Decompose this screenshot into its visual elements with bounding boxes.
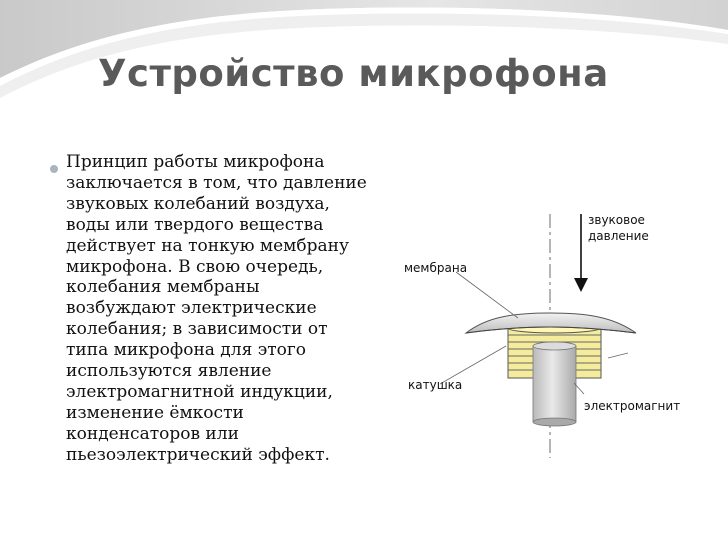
body-line: колебания мембраны <box>66 277 260 298</box>
microphone-diagram-svg: звуковое давление мембрана катушка элект… <box>404 213 680 458</box>
magnet-pointer-line-2 <box>573 382 585 395</box>
body-line: Принцип работы микрофона <box>66 152 325 172</box>
membrane-pointer-line <box>455 271 519 319</box>
body-line: конденсаторов или <box>66 423 239 444</box>
body-line: заключается в том, что давление <box>66 172 367 193</box>
body-line: изменение ёмкости <box>66 402 244 423</box>
label-electromagnet: электромагнит <box>584 399 680 413</box>
body-line: колебания; в зависимости от <box>66 319 328 340</box>
microphone-diagram: звуковое давление мембрана катушка элект… <box>398 196 718 471</box>
body-line: электромагнитной индукции, <box>66 381 333 402</box>
label-coil: катушка <box>408 378 462 392</box>
label-membrane: мембрана <box>404 261 467 275</box>
body-line: действует на тонкую мембрану <box>66 235 349 256</box>
magnet-pointer-line <box>607 352 629 359</box>
body-line: типа микрофона для этого <box>66 340 307 361</box>
sound-pressure-arrow <box>574 214 588 292</box>
header-swoosh-decoration <box>0 0 728 99</box>
coil-pointer-line <box>439 345 507 385</box>
label-sound-pressure-2: давление <box>588 229 649 243</box>
body-line: возбуждают электрические <box>66 298 317 319</box>
membrane-shape <box>464 312 637 334</box>
body-line: воды или твердого вещества <box>66 214 324 235</box>
label-sound-pressure-1: звуковое <box>588 213 645 227</box>
body-paragraph: Принцип работы микрофона заключается в т… <box>66 152 396 466</box>
body-line: звуковых колебаний воздуха, <box>66 193 330 214</box>
body-line: пьезоэлектрический эффект. <box>66 444 330 465</box>
bullet-dot <box>50 165 58 173</box>
body-line: микрофона. В свою очередь, <box>66 256 324 277</box>
electromagnet-shape <box>532 341 577 427</box>
slide-title: Устройство микрофона <box>98 52 609 95</box>
body-line: используются явление <box>66 361 272 382</box>
